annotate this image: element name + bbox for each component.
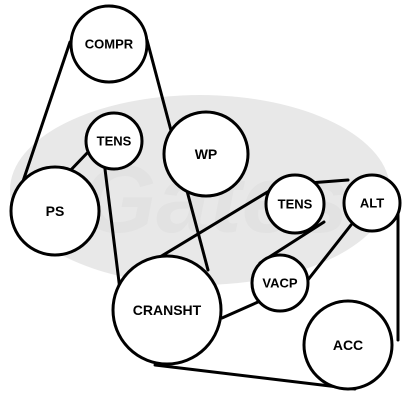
- pulley-label-compr: COMPR: [85, 37, 134, 52]
- pulley-acc: ACC: [302, 299, 394, 391]
- pulley-label-wp: WP: [195, 146, 218, 162]
- pulley-wp: WP: [162, 110, 250, 198]
- pulley-ps: PS: [9, 165, 101, 257]
- pulley-label-cransht: CRANSHT: [133, 302, 202, 318]
- pulley-cransht: CRANSHT: [111, 254, 223, 366]
- pulley-label-tens-upper: TENS: [97, 134, 132, 149]
- pulley-tens-lower: TENS: [264, 173, 326, 235]
- pulley-tens-upper: TENS: [84, 111, 144, 171]
- pulley-compr: COMPR: [69, 4, 149, 84]
- pulley-label-alt: ALT: [360, 196, 384, 211]
- pulley-label-tens-lower: TENS: [278, 197, 313, 212]
- pulley-alt: ALT: [342, 173, 402, 233]
- pulley-label-vacp: VACP: [262, 276, 297, 291]
- pulley-label-ps: PS: [46, 203, 65, 219]
- pulley-label-acc: ACC: [333, 337, 363, 353]
- pulley-vacp: VACP: [250, 253, 310, 313]
